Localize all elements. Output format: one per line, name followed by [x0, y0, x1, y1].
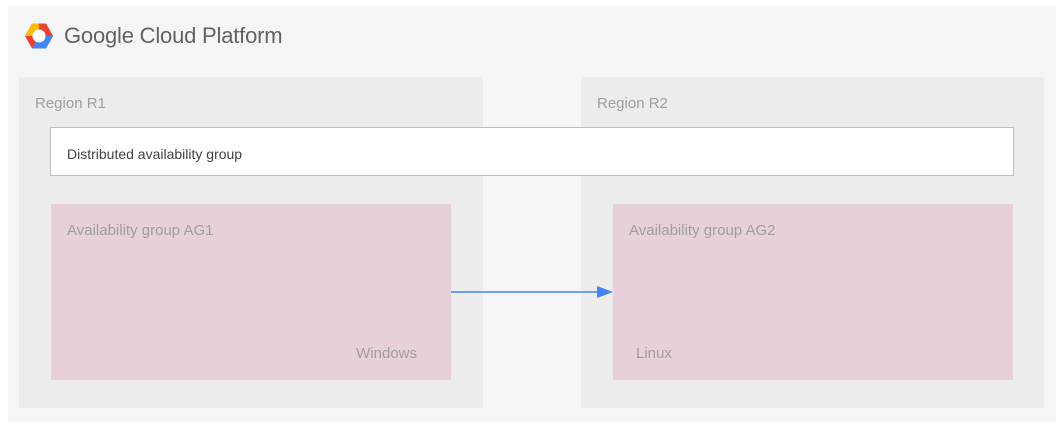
brand-title: Google Cloud Platform: [64, 23, 283, 48]
ag1-to-ag2-arrow: [451, 286, 613, 298]
region-r2-label: Region R2: [597, 95, 668, 112]
availability-group-ag2: Availability group AG2 Linux: [613, 204, 1013, 380]
google-cloud-hexagon-icon: [25, 23, 53, 49]
ag2-os-label: Linux: [636, 345, 672, 362]
ag1-os-label: Windows: [356, 345, 417, 362]
header: Google Cloud Platform: [24, 20, 283, 52]
availability-group-ag2-label: Availability group AG2: [629, 222, 776, 239]
distributed-availability-group: Distributed availability group: [50, 127, 1014, 176]
availability-group-ag1: Availability group AG1 Windows: [51, 204, 451, 380]
region-r1-label: Region R1: [35, 95, 106, 112]
availability-group-ag1-label: Availability group AG1: [67, 222, 214, 239]
arrow-head-icon: [597, 286, 613, 298]
distributed-availability-group-label: Distributed availability group: [67, 146, 243, 162]
